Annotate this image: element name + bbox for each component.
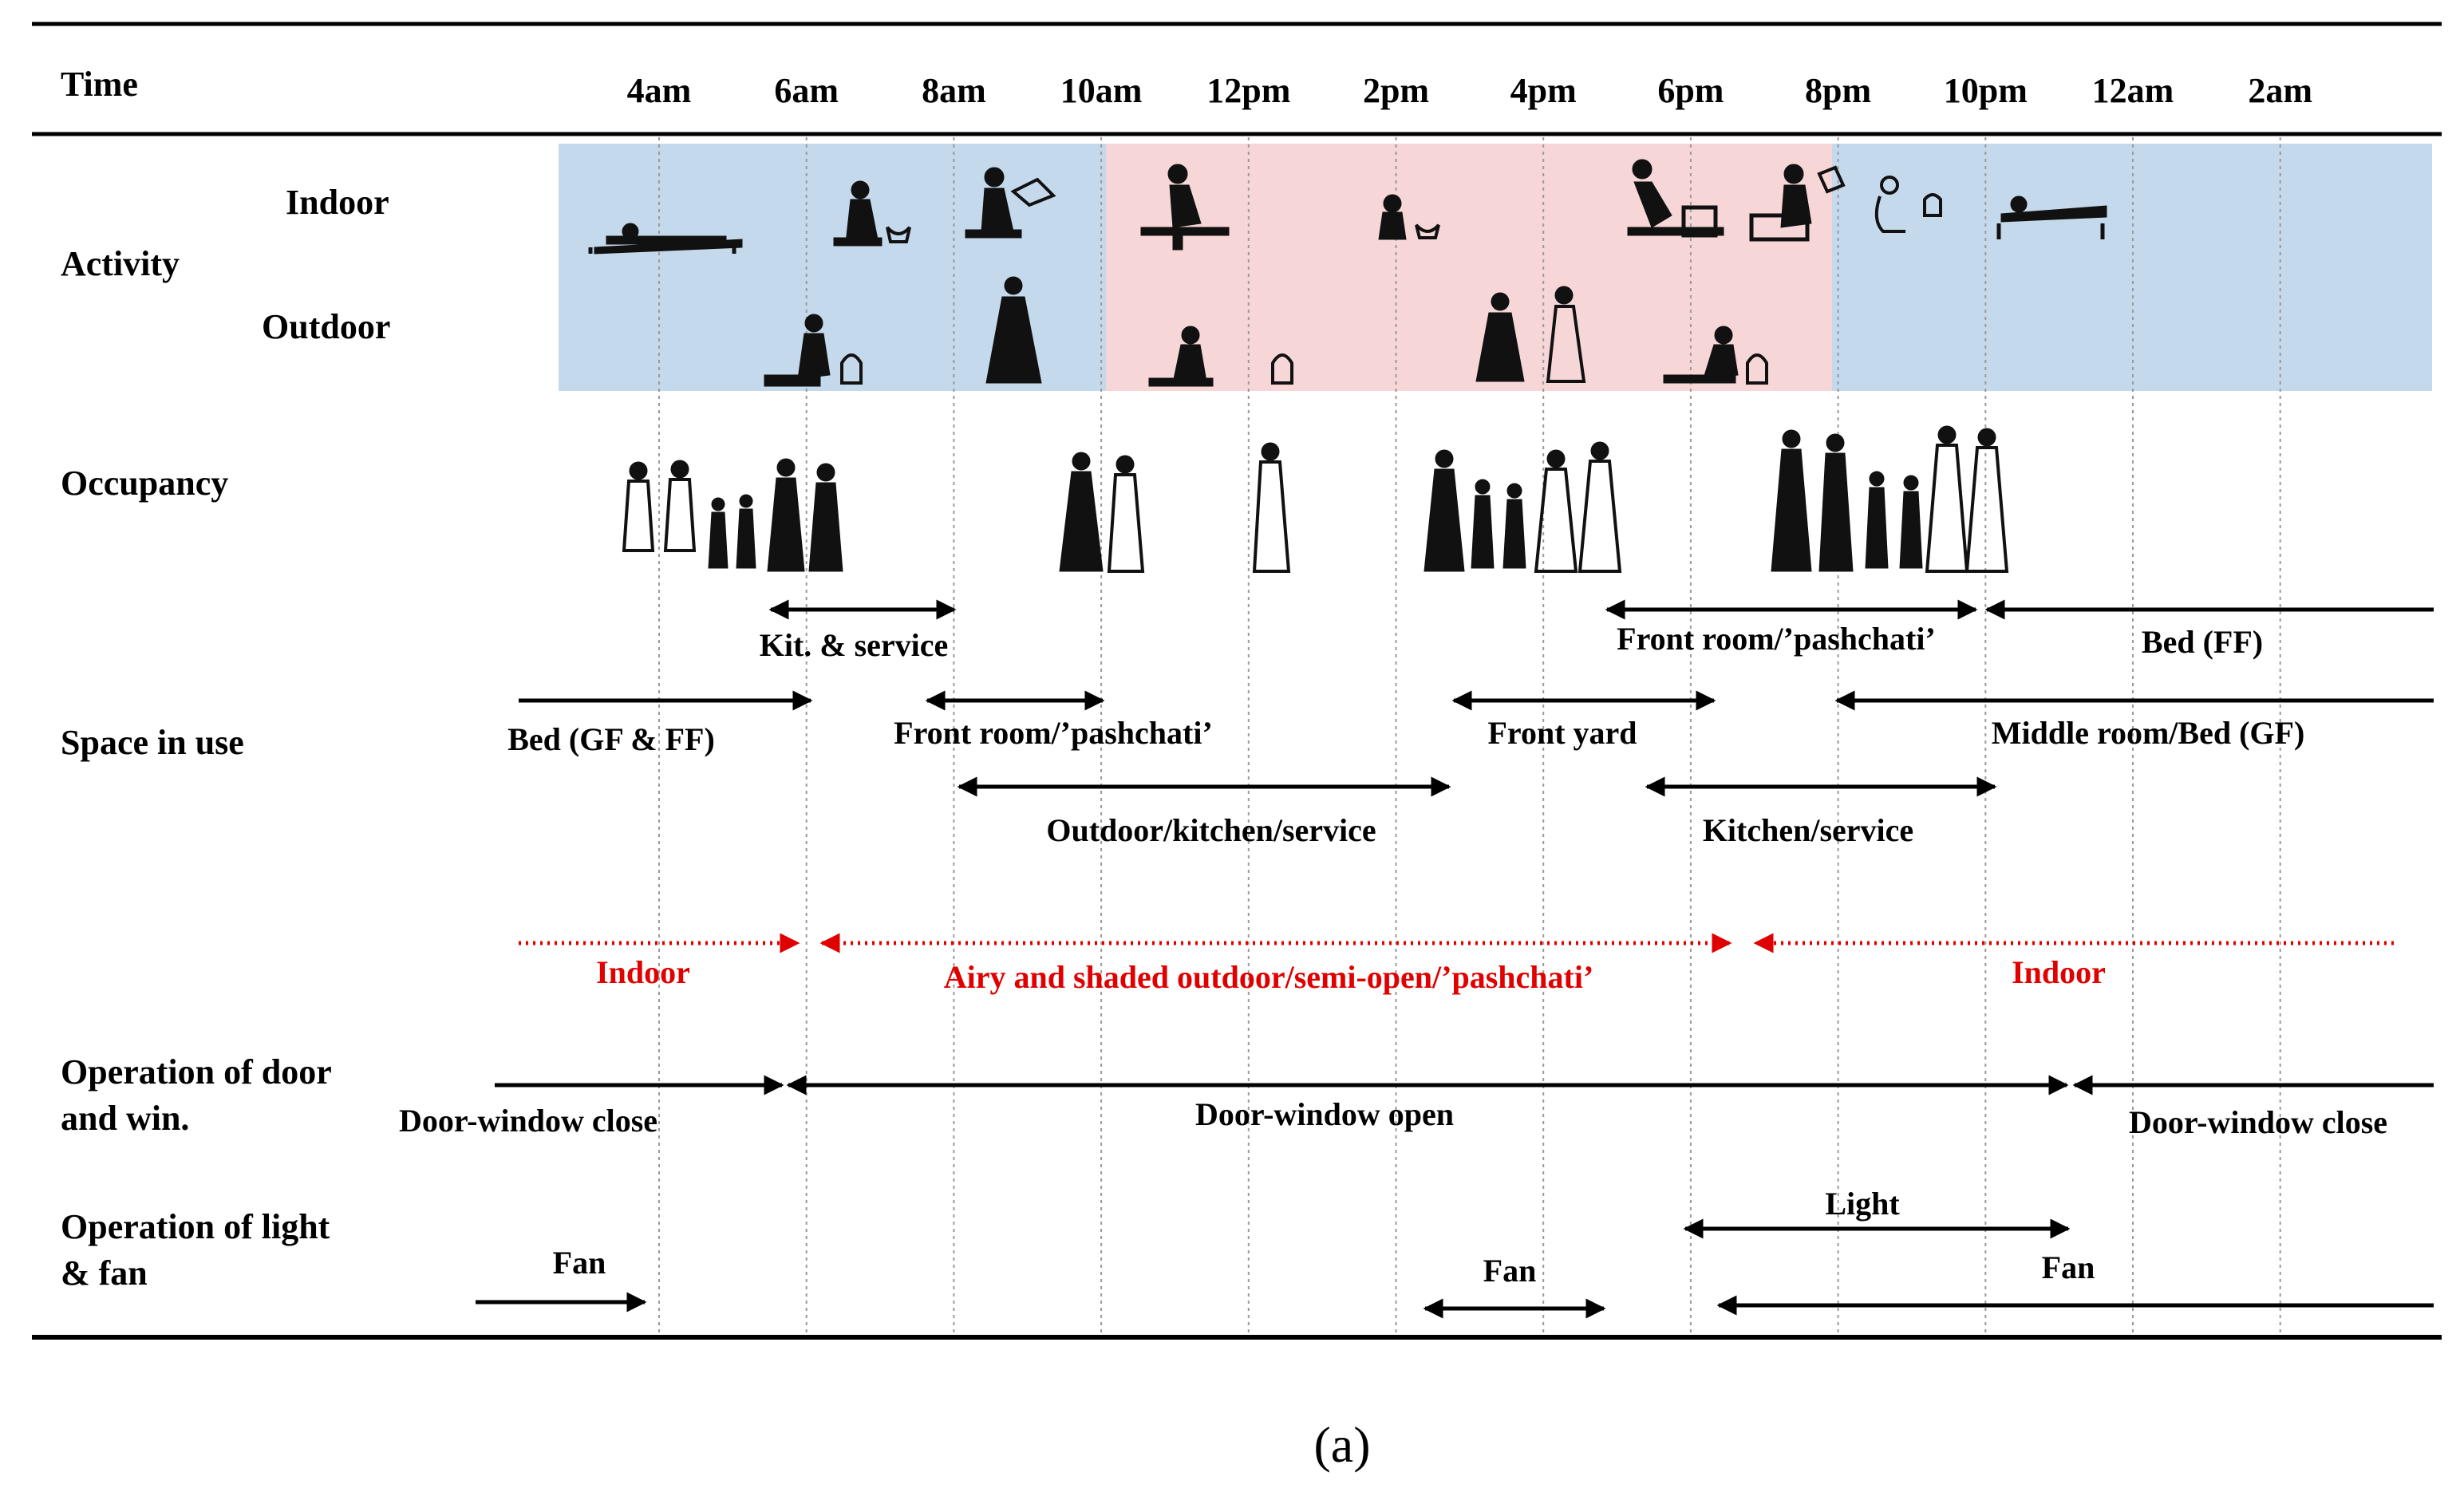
comfort-outdoor-label: Airy and shaded outdoor/semi-open/’pashc… [944,959,1594,995]
tick-label-0: 4am [627,71,692,110]
family-group-afternoon-icon [1424,441,1622,573]
chair-reading-figure-icon [1627,159,1724,238]
time-label: Time [61,65,138,104]
family-group-evening-icon [1771,425,2009,573]
activity-figures-indoor [588,159,2107,255]
family-group-morning-icon [622,458,843,572]
single-woman-occupancy-icon [1252,442,1291,573]
sitting-figure-icon [1140,164,1230,251]
tick-label-9: 10pm [1944,71,2028,110]
prayer-figure-icon [1874,176,1942,233]
span-label-kitchen-service: Kitchen/service [1703,812,1913,848]
comfort-indoor-right-label: Indoor [2012,954,2106,990]
light-label: Light [1825,1186,1900,1222]
tick-label-3: 10am [1060,71,1143,110]
time-gridlines [658,137,2281,1334]
outdoor-label: Outdoor [262,307,390,346]
span-label-outdoor-kitchen: Outdoor/kitchen/service [1046,812,1376,848]
door-window-label-line1: Operation of door [61,1052,332,1091]
door-close-left-label: Door-window close [399,1103,657,1139]
fan-mid-label: Fan [1483,1253,1537,1289]
outdoor-cooking-figure-icon-3 [1663,326,1768,385]
door-open-label: Door-window open [1195,1096,1454,1132]
tick-label-1: 6am [774,71,839,110]
span-label-middle-room-bed: Middle room/Bed (GF) [1992,715,2305,751]
space-in-use-label: Space in use [61,723,244,762]
space-in-use-arrows [519,599,2434,797]
sleeping-figure-icon [588,223,743,255]
sleeping-figure-icon-night [1996,195,2107,239]
outdoor-cooking-figure-icon-2 [1148,326,1293,387]
comfort-indoor-left-label: Indoor [596,954,690,990]
span-label-front-yard: Front yard [1487,715,1637,751]
span-label-front-room-morning: Front room/’pashchati’ [894,715,1213,751]
occupancy-figures [622,425,2009,573]
tick-label-8: 8pm [1805,71,1871,110]
reading-figure-icon [965,167,1056,239]
tick-label-5: 2pm [1363,71,1429,110]
indoor-label: Indoor [286,183,389,222]
span-label-kit-service: Kit. & service [760,627,949,663]
span-label-bed-gf-ff: Bed (GF & FF) [507,721,715,757]
time-tick-labels: 4am 6am 8am 10am 12pm 2pm 4pm 6pm 8pm 10pm 12am 2am [627,71,2312,110]
fan-left-label: Fan [553,1245,606,1281]
fan-right-label: Fan [2042,1249,2095,1285]
activity-label: Activity [61,244,180,283]
desk-reading-figure-icon [1749,164,1846,242]
two-women-occupancy-icon [1059,452,1145,573]
tick-label-6: 4pm [1510,71,1577,110]
span-label-bed-ff: Bed (FF) [2142,624,2263,660]
activity-band-daytime [1106,144,1832,391]
outdoor-cooking-figure-icon [764,314,863,387]
tick-label-11: 2am [2248,71,2312,110]
door-close-right-label: Door-window close [2129,1104,2387,1140]
standing-woman-figure-icon [985,276,1042,384]
figure-caption: (a) [1313,1416,1370,1473]
span-label-front-room-evening: Front room/’pashchati’ [1617,621,1936,657]
space-in-use-labels: Kit. & service Front room/’pashchati’ Be… [507,621,2304,848]
two-women-figure-icon [1475,286,1586,383]
tick-label-4: 12pm [1206,71,1290,110]
tick-label-10: 12am [2092,71,2174,110]
tick-label-7: 6pm [1657,71,1724,110]
light-fan-label-line2: & fan [61,1253,148,1293]
eating-figure-icon [1378,194,1440,240]
cooking-figure-icon [833,180,911,247]
light-fan-label-line1: Operation of light [61,1207,330,1246]
occupancy-label: Occupancy [61,464,228,503]
tick-label-2: 8am [922,71,986,110]
door-window-label-line2: and win. [61,1099,189,1138]
light-fan-arrows [476,1218,2434,1319]
activity-figures-outdoor [764,276,1768,387]
